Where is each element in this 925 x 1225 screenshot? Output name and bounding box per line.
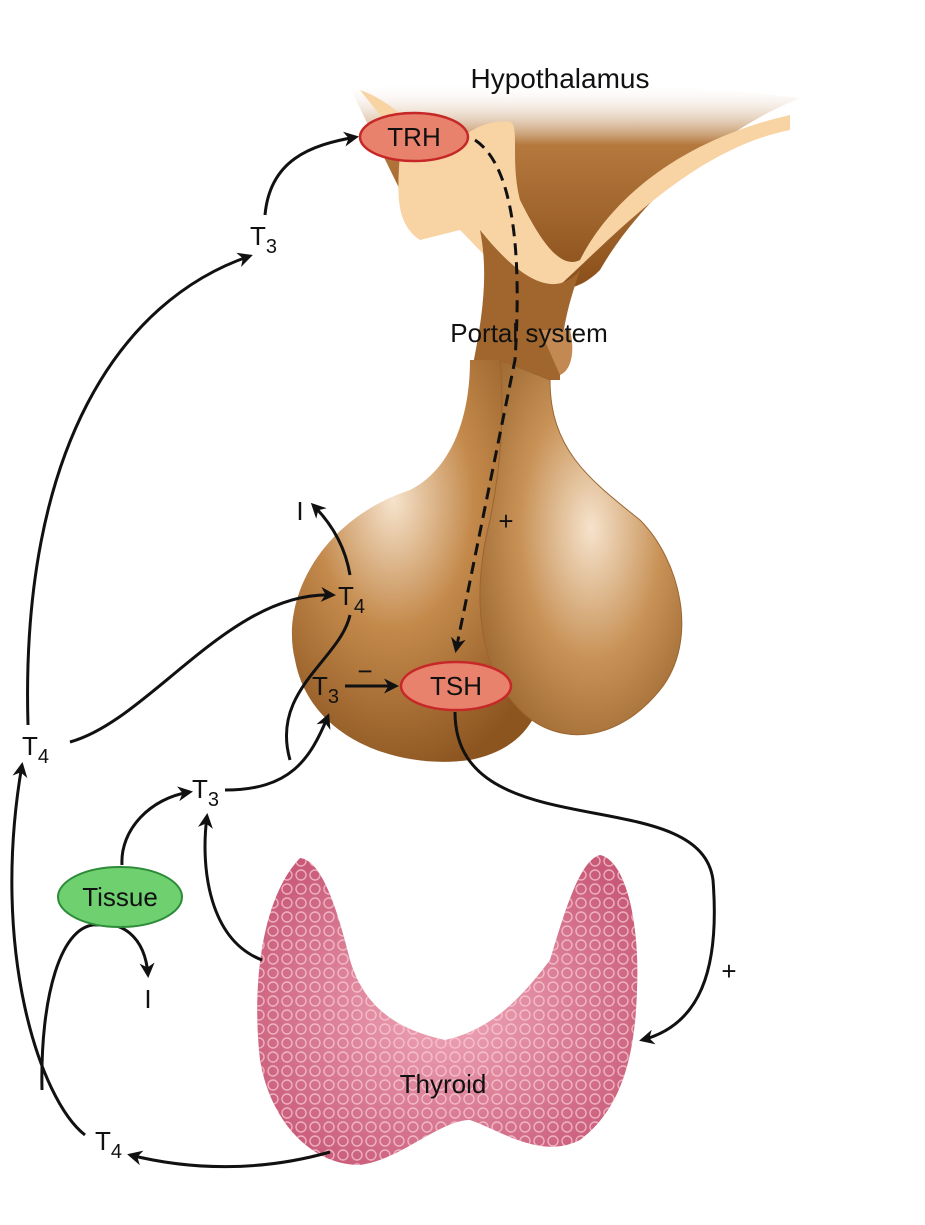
minus-inhibition: − <box>357 656 372 686</box>
thyroid-illustration <box>257 855 638 1165</box>
arrow-t4-to-t3-top <box>26 252 253 726</box>
trh-oval: TRH <box>358 111 470 163</box>
iodide-label-tissue: I <box>144 984 151 1014</box>
tissue-label: Tissue <box>82 882 158 912</box>
arrow-thyroid-to-t3 <box>198 813 263 962</box>
thyroid-label: Thyroid <box>400 1069 487 1099</box>
tissue-oval: Tissue <box>57 866 183 928</box>
t4-label-left: T4 <box>22 731 49 768</box>
plus-thyroid: + <box>721 956 736 986</box>
arrow-t3-to-pituitary <box>224 713 331 792</box>
tsh-oval: TSH <box>399 660 513 712</box>
t3-label-top: T3 <box>250 221 277 258</box>
tsh-label: TSH <box>430 671 482 701</box>
arrow-tissue-to-iodide <box>94 922 155 978</box>
arrow-t3-to-trh <box>263 131 359 216</box>
pituitary-illustration <box>291 359 683 762</box>
arrow-tissue-to-t3 <box>120 786 193 866</box>
iodide-label-pituitary: I <box>296 496 303 526</box>
t4-label-pituitary: T4 <box>338 581 365 618</box>
arrow-trh-portal-to-tsh <box>451 138 519 653</box>
arrow-t4-to-pituitary-t4 <box>69 586 336 744</box>
arrow-t4-to-iodide <box>310 502 352 576</box>
hypothalamus-label: Hypothalamus <box>471 63 650 94</box>
plus-portal: + <box>498 506 513 536</box>
t3-label-middle: T3 <box>192 774 219 811</box>
arrow-t4-bottom-to-t4-left <box>10 762 86 1137</box>
line-tissue-to-t4 <box>40 923 101 1091</box>
t3-label-pituitary: T3 <box>312 671 339 708</box>
t4-label-bottom: T4 <box>95 1126 122 1163</box>
trh-label: TRH <box>387 122 440 152</box>
arrow-tsh-to-thyroid <box>453 711 716 1045</box>
feedback-arrows <box>10 131 716 1169</box>
line-t4-to-t3 <box>285 614 352 761</box>
arrow-thyroid-to-t4 <box>127 1150 331 1169</box>
portal-system-label: Portal system <box>450 318 608 348</box>
